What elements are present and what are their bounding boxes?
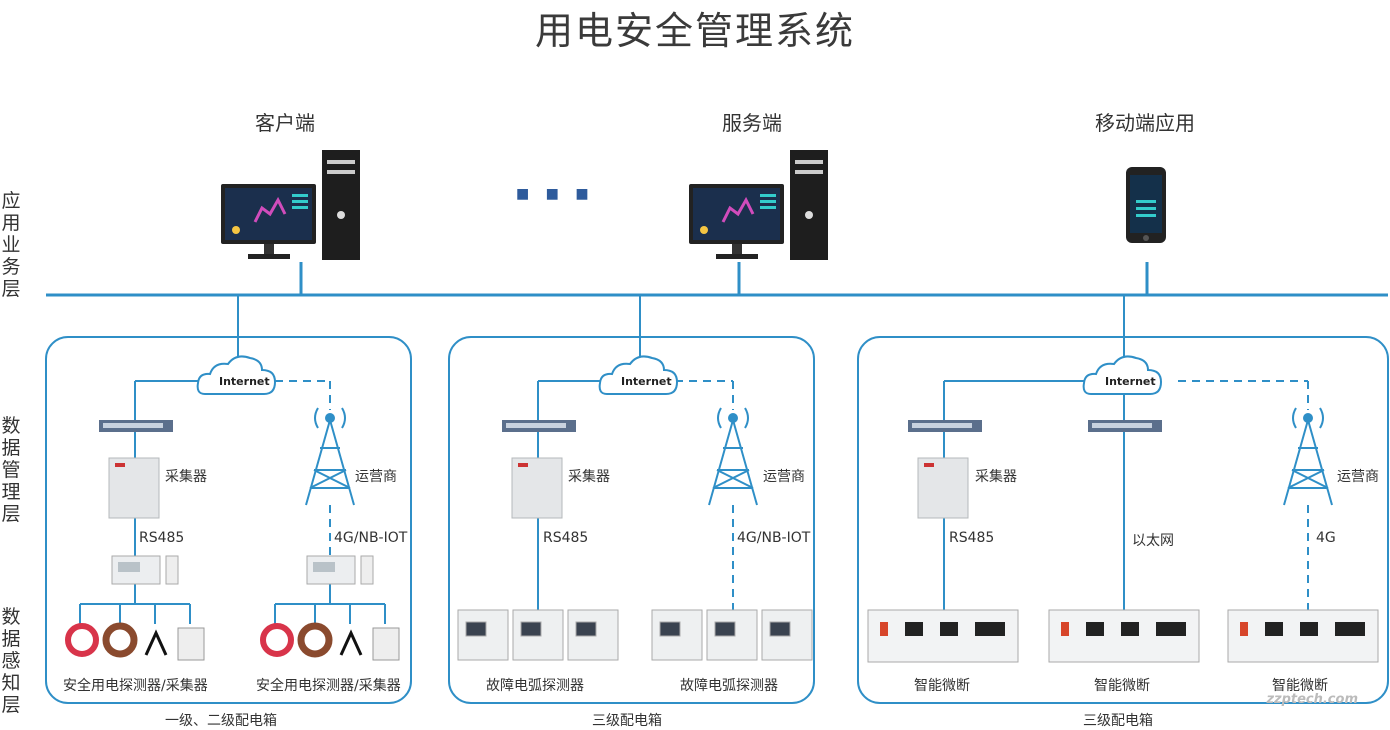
- client-computer-icon: [221, 150, 360, 260]
- watermark: zzptech.com: [1266, 692, 1358, 707]
- network-switch-icon: [99, 420, 173, 432]
- collector-label: 采集器: [568, 469, 610, 485]
- internet-label: Internet: [621, 375, 672, 388]
- diagram-title: 用电安全管理系统: [534, 9, 855, 53]
- link-label: RS485: [949, 530, 995, 546]
- ellipsis: ■ ■ ■: [516, 186, 595, 202]
- collector-cabinet-icon: [511, 457, 563, 519]
- smart-breaker-group-icon: [1048, 609, 1200, 663]
- carrier-label: 运营商: [763, 469, 805, 485]
- collector-label: 采集器: [165, 469, 207, 485]
- mobile-label: 移动端应用: [1095, 111, 1195, 135]
- server-label: 服务端: [722, 111, 782, 135]
- arc-detector-group-icon: [651, 609, 813, 661]
- collector-cabinet-icon: [108, 457, 160, 519]
- internet-cloud-3: [1082, 355, 1163, 395]
- panel1-box: [45, 336, 412, 704]
- device-label: 故障电弧探测器: [486, 678, 584, 694]
- network-switch-icon: [502, 420, 576, 432]
- sensor-group-icon: [260, 604, 400, 661]
- link-label: 4G: [1316, 530, 1336, 546]
- layer-label-sensing: 数据感知层: [1, 606, 21, 716]
- sensor-group-icon: [65, 604, 205, 661]
- device-label: 故障电弧探测器: [680, 678, 778, 694]
- collector-label: 采集器: [975, 469, 1017, 485]
- carrier-label: 运营商: [1337, 469, 1379, 485]
- layer-label-data-mgmt: 数据管理层: [1, 415, 21, 525]
- link-label: RS485: [139, 530, 185, 546]
- panel2-box: [448, 336, 815, 704]
- internet-cloud-2: [598, 355, 679, 395]
- cell-tower-icon: [708, 407, 758, 506]
- client-label: 客户端: [255, 111, 315, 135]
- cell-tower-icon: [1283, 407, 1333, 506]
- device-label: 智能微断: [1094, 678, 1150, 694]
- server-computer-icon: [689, 150, 828, 260]
- link-label: 4G/NB-IOT: [737, 530, 811, 546]
- link-label: RS485: [543, 530, 589, 546]
- link-label: 以太网: [1132, 533, 1174, 549]
- internet-cloud-1: [196, 355, 277, 395]
- device-label: 安全用电探测器/采集器: [63, 678, 208, 694]
- layer-label-app: 应用业务层: [1, 190, 21, 300]
- panel3-box: [857, 336, 1389, 704]
- panel-footer: 一级、二级配电箱: [165, 713, 277, 729]
- internet-label: Internet: [219, 375, 270, 388]
- collector-cabinet-icon: [917, 457, 969, 519]
- smart-breaker-group-icon: [867, 609, 1019, 663]
- device-label: 智能微断: [914, 678, 970, 694]
- carrier-label: 运营商: [355, 469, 397, 485]
- din-meter-icon: [306, 555, 374, 585]
- link-label: 4G/NB-IOT: [334, 530, 408, 546]
- panel-footer: 三级配电箱: [592, 713, 662, 729]
- mobile-phone-icon: [1126, 167, 1166, 243]
- smart-breaker-group-icon: [1227, 609, 1379, 663]
- device-label: 安全用电探测器/采集器: [256, 678, 401, 694]
- din-meter-icon: [111, 555, 179, 585]
- panel-footer: 三级配电箱: [1083, 713, 1153, 729]
- device-label: 智能微断: [1272, 678, 1328, 694]
- network-switch-icon: [908, 420, 982, 432]
- network-switch-icon: [1088, 420, 1162, 432]
- internet-label: Internet: [1105, 375, 1156, 388]
- cell-tower-icon: [305, 407, 355, 506]
- arc-detector-group-icon: [457, 609, 619, 661]
